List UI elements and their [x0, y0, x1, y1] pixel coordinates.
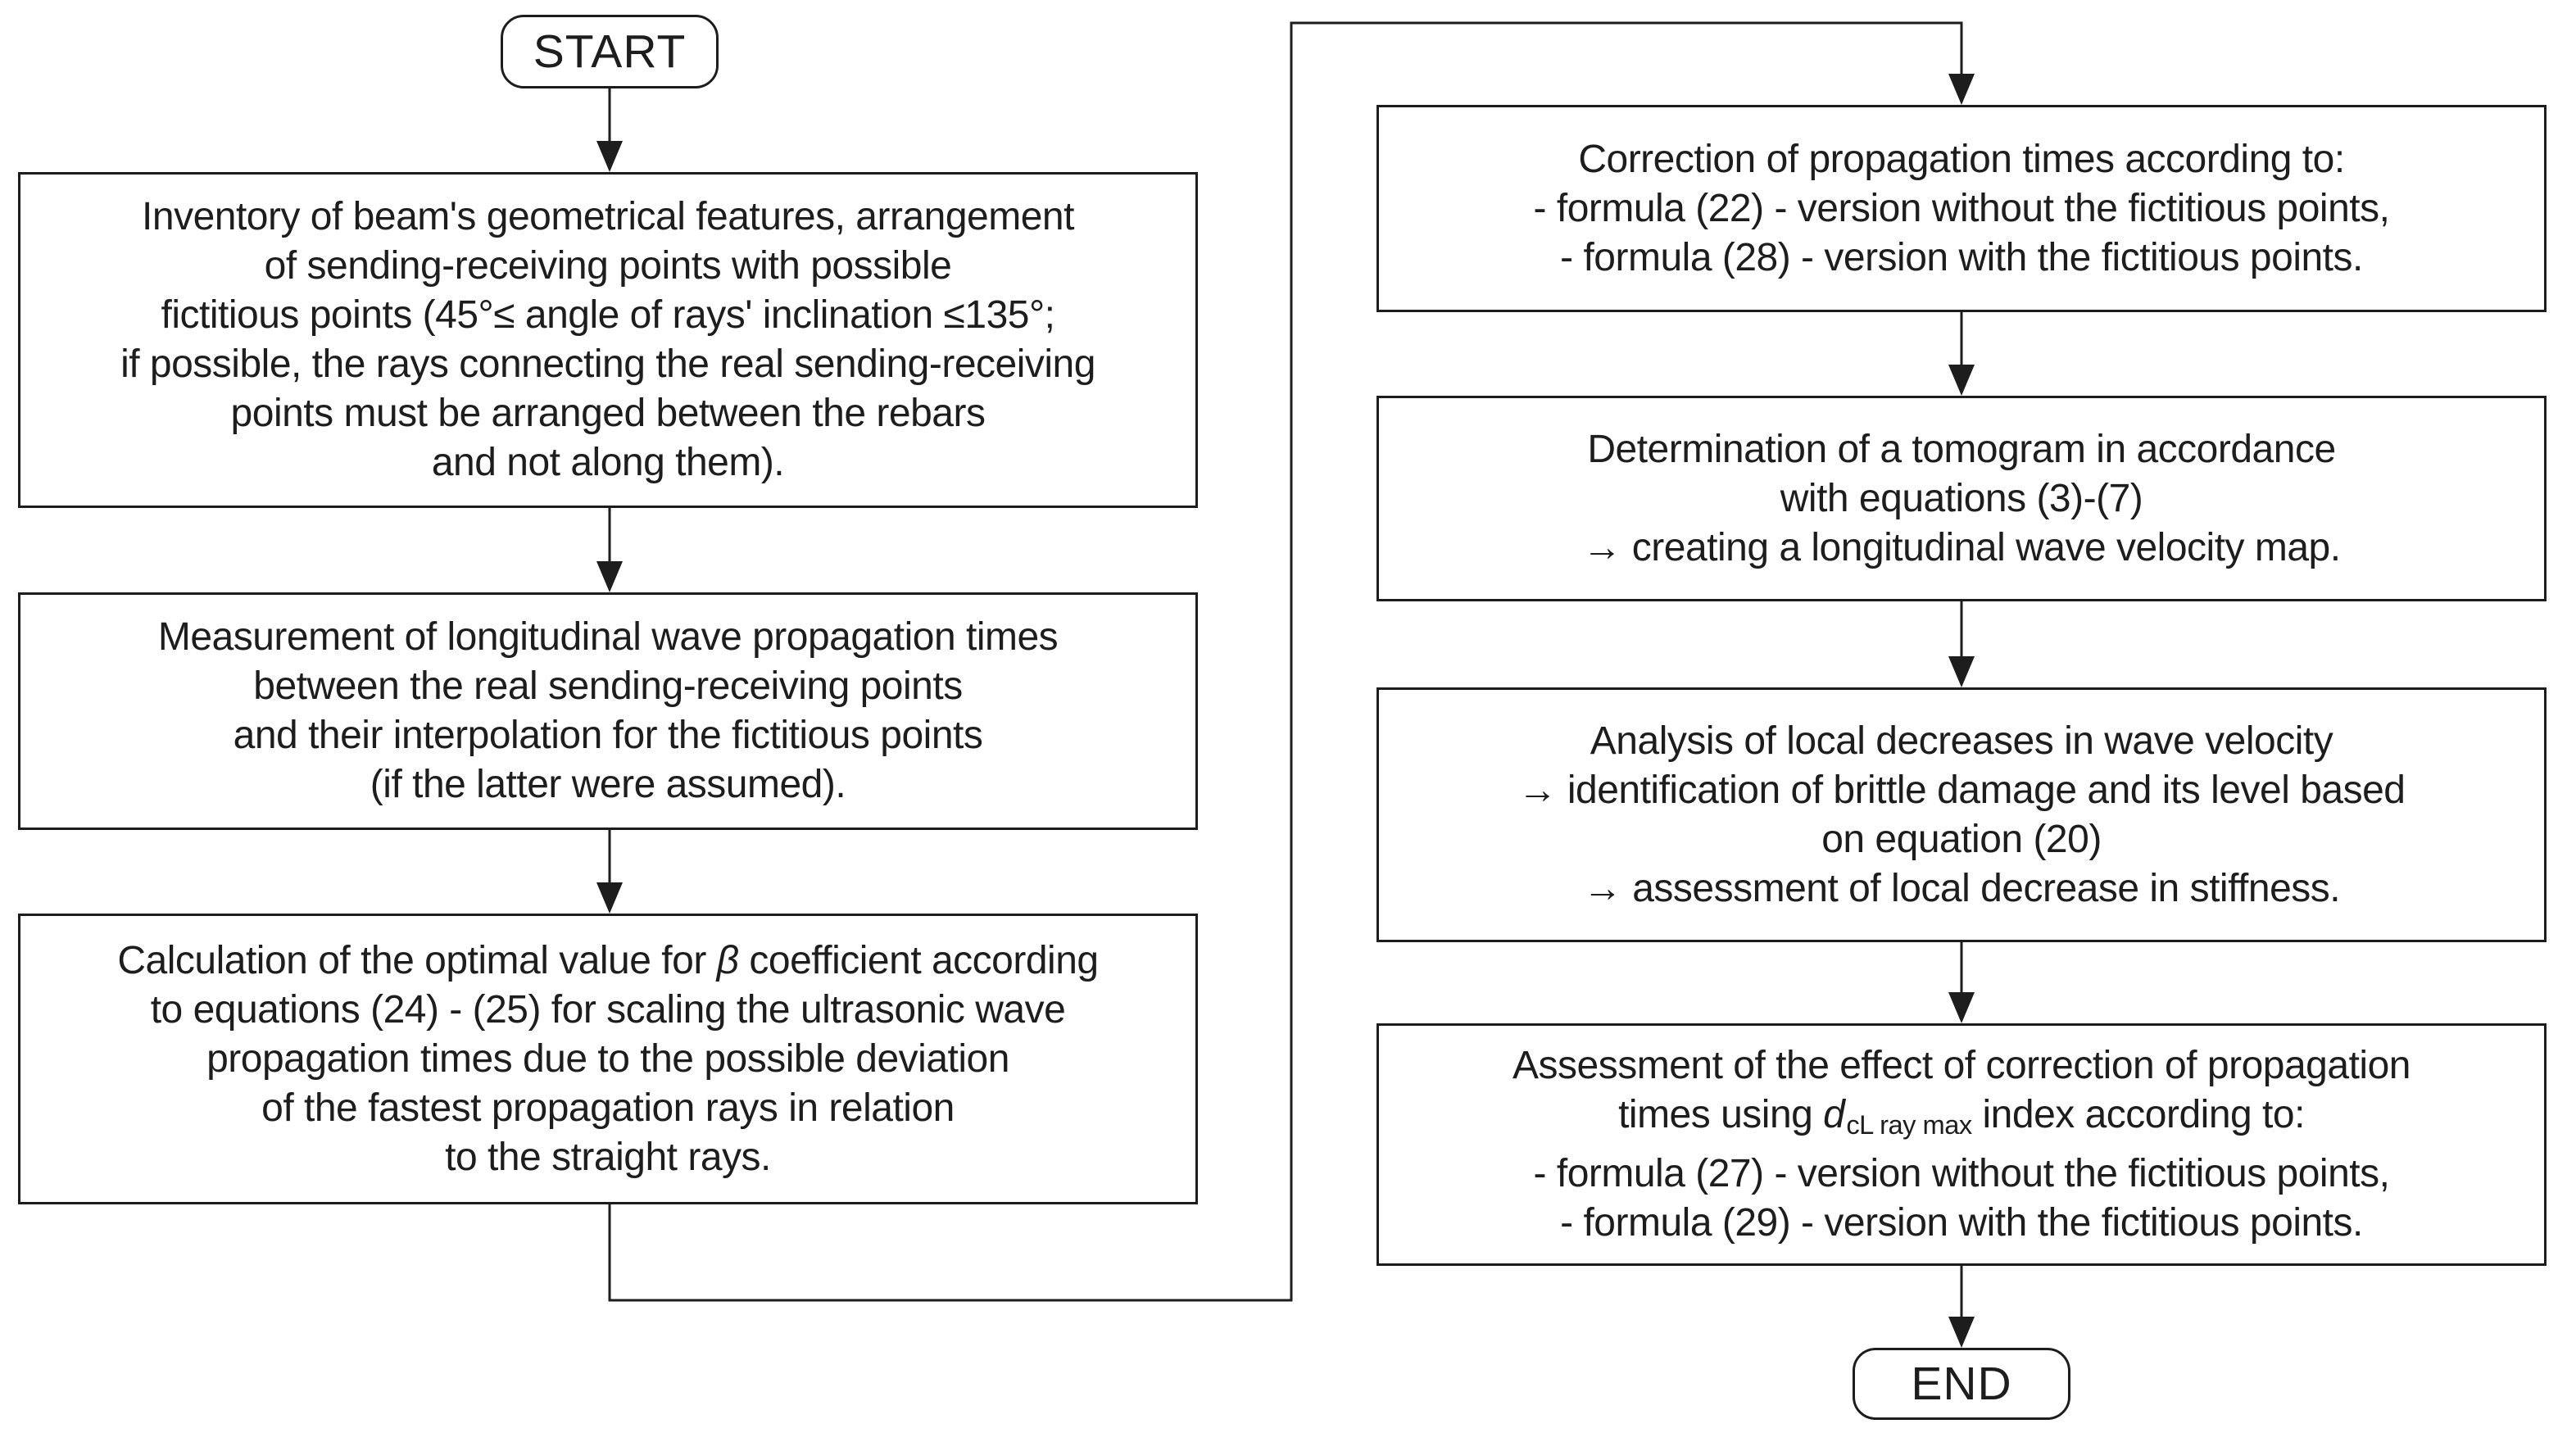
arrowhead-into-analysis	[1948, 656, 1975, 687]
box-beta-calculation-text: Calculation of the optimal value for β c…	[117, 938, 1099, 1179]
box-inventory: Inventory of beam's geometrical features…	[18, 172, 1198, 508]
box-beta-calculation: Calculation of the optimal value for β c…	[18, 914, 1198, 1204]
box-tomogram: Determination of a tomogram in accordanc…	[1376, 396, 2547, 601]
box-tomogram-text: Determination of a tomogram in accordanc…	[1582, 427, 2341, 569]
box-assessment: Assessment of the effect of correction o…	[1376, 1023, 2547, 1266]
arrowhead-into-measurement	[596, 561, 623, 592]
arrowhead-into-inventory	[596, 141, 623, 172]
connector-beta-to-correction	[608, 21, 1963, 1302]
box-correction-text: Correction of propagation times accordin…	[1533, 137, 2390, 279]
box-correction: Correction of propagation times accordin…	[1376, 105, 2547, 312]
arrowhead-into-assessment	[1948, 992, 1975, 1023]
end-terminal: END	[1853, 1348, 2070, 1420]
arrowhead-into-tomogram	[1948, 365, 1975, 396]
arrowhead-into-end	[1948, 1317, 1975, 1348]
start-label: START	[533, 25, 687, 78]
box-assessment-text: Assessment of the effect of correction o…	[1512, 1043, 2410, 1245]
box-measurement: Measurement of longitudinal wave propaga…	[18, 592, 1198, 830]
box-analysis: Analysis of local decreases in wave velo…	[1376, 687, 2547, 942]
arrowhead-into-correction	[1948, 74, 1975, 105]
start-terminal: START	[501, 15, 719, 88]
arrowhead-into-beta	[596, 882, 623, 914]
arrowheads	[596, 74, 1975, 1348]
box-analysis-text: Analysis of local decreases in wave velo…	[1517, 719, 2406, 910]
end-label: END	[1911, 1358, 2012, 1410]
box-inventory-text: Inventory of beam's geometrical features…	[120, 195, 1095, 484]
box-measurement-text: Measurement of longitudinal wave propaga…	[157, 615, 1059, 806]
